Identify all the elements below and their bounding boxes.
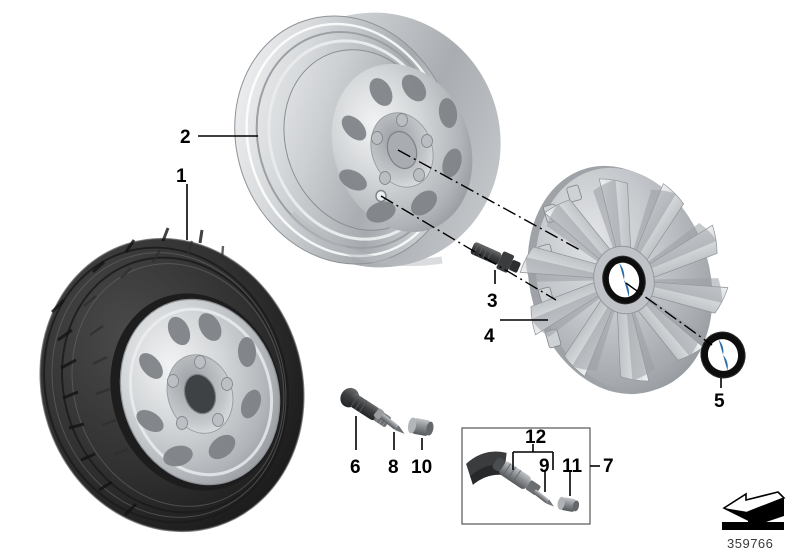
part-valve-cap [407, 417, 434, 436]
callout-1: 1 [176, 166, 187, 187]
callout-12: 12 [525, 427, 547, 448]
3d-arrow-icon [722, 491, 786, 530]
bmw-roundel-on-cap [602, 255, 646, 305]
callout-11: 11 [562, 456, 583, 477]
callout-5: 5 [714, 391, 725, 412]
part-tire-assembly [39, 227, 305, 533]
callout-4: 4 [484, 326, 495, 347]
part-steel-wheel-rim [234, 12, 501, 268]
assembly-axis-lines [380, 149, 713, 346]
callout-2: 2 [180, 127, 191, 148]
part-rubber-valve [340, 387, 391, 427]
callout-10: 10 [411, 457, 433, 478]
callout-6: 6 [350, 457, 361, 478]
tpms-kit-detail-box [461, 427, 591, 525]
part-wheel-hub-cap [519, 165, 729, 395]
callout-8: 8 [388, 457, 399, 478]
callout-7: 7 [603, 456, 614, 477]
leader-lines [186, 135, 722, 496]
callout-3: 3 [487, 291, 498, 312]
part-bmw-emblem-badge [700, 331, 746, 379]
callout-9: 9 [539, 456, 550, 477]
diagram-id-number: 359766 [727, 536, 774, 551]
part-valve-stem-metal [470, 242, 521, 273]
part-valve-core-pin [373, 408, 405, 434]
